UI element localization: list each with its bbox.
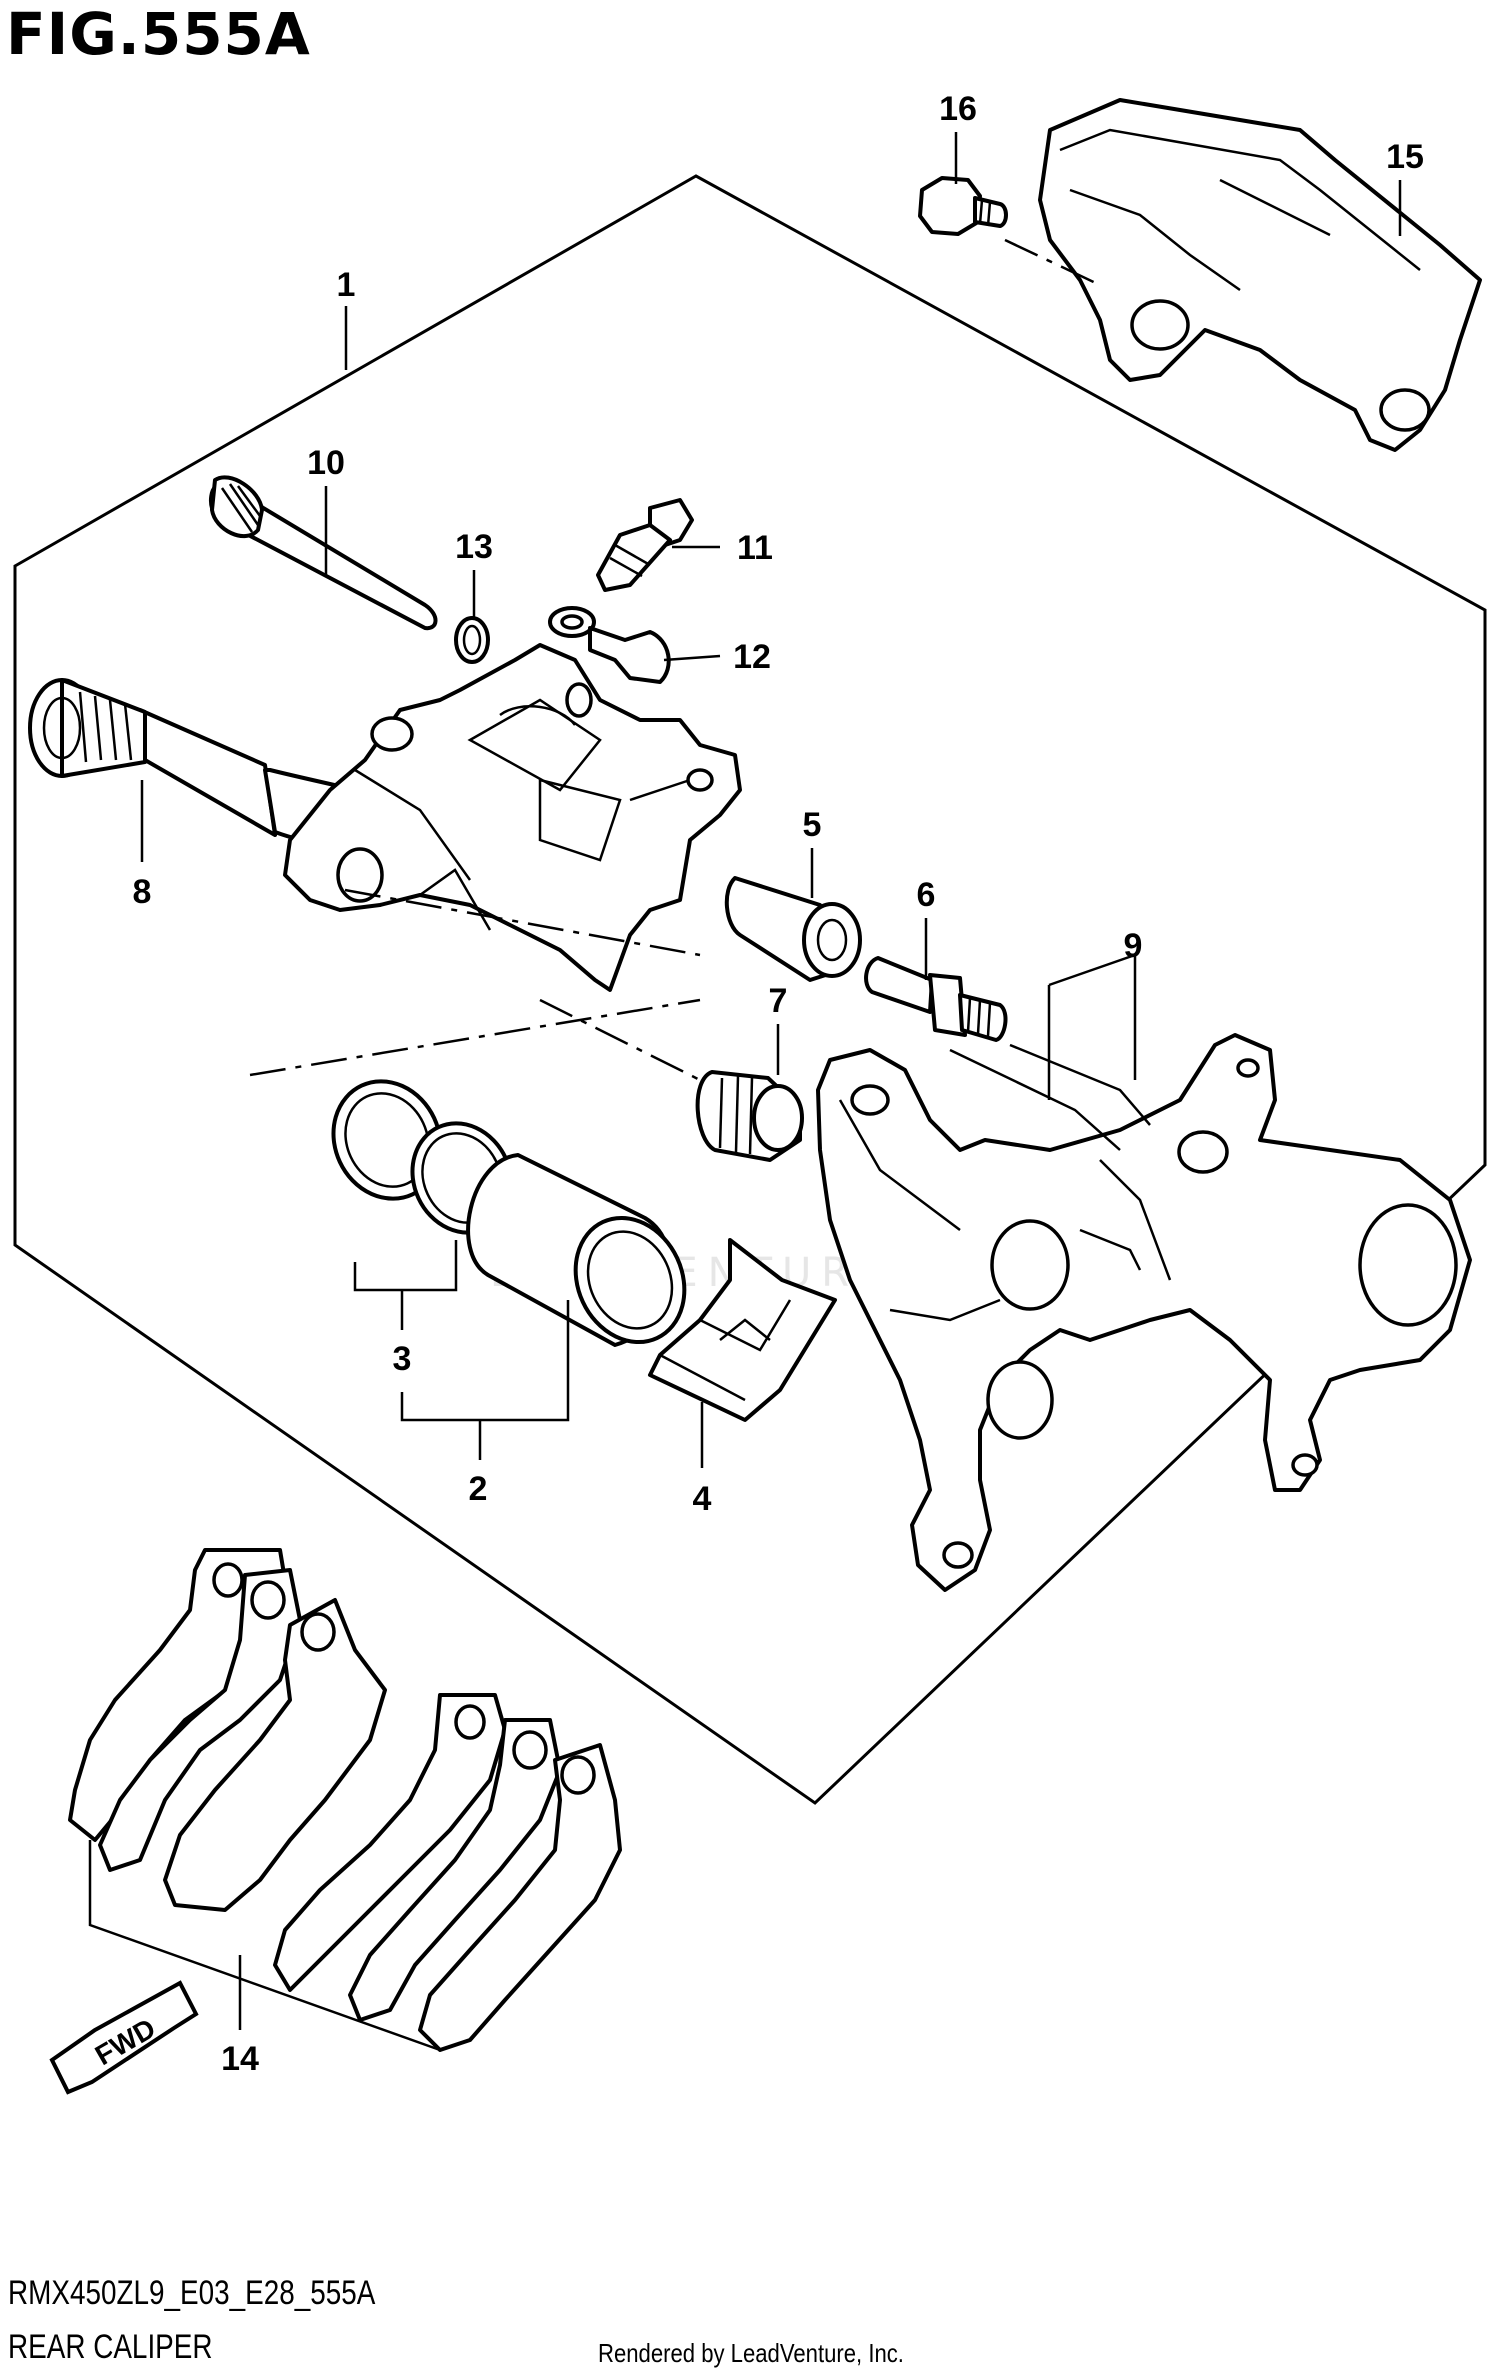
part-14-brake-pad-inner[interactable]	[163, 1598, 387, 1912]
part-14-brake-pad-middle-b[interactable]	[348, 1718, 562, 2022]
part-14-brake-pad-inner-b[interactable]	[418, 1743, 622, 2052]
axis-line-caliper-lower	[249, 998, 701, 1077]
part-number-3[interactable]: 3	[393, 1340, 412, 1378]
part-7-boot[interactable]	[695, 1070, 804, 1162]
bracket-axle-bore	[1358, 1203, 1458, 1327]
caliper-pin-bore	[336, 847, 384, 903]
part-number-2[interactable]: 2	[469, 1470, 488, 1508]
leader-14	[88, 1840, 441, 2052]
part-number-6[interactable]: 6	[917, 876, 936, 914]
axis-line-bracket	[1009, 1043, 1151, 1126]
part-number-4[interactable]: 4	[693, 1480, 712, 1518]
part-10-pad-pin[interactable]	[208, 475, 438, 631]
part-number-15[interactable]: 15	[1386, 138, 1424, 176]
part-5-boot[interactable]	[724, 876, 862, 982]
rendered-by-credit: Rendered by LeadVenture, Inc.	[598, 2338, 904, 2368]
leader-2	[400, 1300, 570, 1422]
leader-12	[663, 654, 721, 662]
part-2-piston[interactable]	[466, 1153, 704, 1360]
bracket-lug-hole	[942, 1541, 974, 1569]
part-12-bleeder-cap[interactable]	[548, 606, 671, 684]
bracket-mount-hole-lower	[1291, 1453, 1319, 1477]
diagram-name: REAR CALIPER	[8, 2328, 213, 2366]
part-number-16[interactable]: 16	[939, 90, 977, 128]
caliper-cylinder-port	[565, 682, 593, 718]
axis-line-bolt-16	[1004, 238, 1101, 287]
part-15-caliper-guard[interactable]	[1038, 98, 1482, 452]
part-11-bleeder-valve[interactable]	[596, 498, 694, 592]
guard-mount-hole-front	[1130, 299, 1190, 351]
leader-9	[1048, 953, 1137, 1080]
part-1-caliper-body[interactable]	[283, 643, 742, 992]
bracket-boss-upper	[990, 1219, 1070, 1311]
part-number-14[interactable]: 14	[221, 2040, 259, 2078]
bracket-boss-lower	[986, 1360, 1054, 1440]
part-number-8[interactable]: 8	[133, 873, 152, 911]
part-6-slide-pin[interactable]	[864, 956, 1008, 1042]
caliper-bleed-port	[370, 716, 414, 752]
bracket-pin-hole	[850, 1084, 890, 1116]
axis-line-piston	[539, 998, 701, 1082]
part-4-pad-spring[interactable]	[648, 1238, 837, 1422]
part-14-brake-pad-outer-b[interactable]	[273, 1693, 507, 1992]
model-code: RMX450ZL9_E03_E28_555A	[8, 2274, 376, 2312]
part-16-bolt[interactable]	[918, 176, 1008, 236]
fwd-arrow-icon	[49, 1980, 199, 2095]
part-number-10[interactable]: 10	[307, 444, 345, 482]
part-number-5[interactable]: 5	[803, 806, 822, 844]
part-number-11[interactable]: 11	[737, 529, 773, 567]
part-number-1[interactable]: 1	[337, 266, 356, 304]
part-number-12[interactable]: 12	[733, 638, 771, 676]
bracket-mount-hole-upper	[1177, 1130, 1229, 1174]
caliper-bracket-hole	[686, 768, 714, 792]
leader-3	[353, 1240, 458, 1292]
part-13-o-ring[interactable]	[454, 616, 490, 664]
part-number-7[interactable]: 7	[769, 982, 788, 1020]
bracket-small-hole	[1236, 1058, 1260, 1078]
part-number-13[interactable]: 13	[455, 528, 493, 566]
part-9-caliper-bracket[interactable]	[816, 1033, 1472, 1592]
assembly-boundary	[13, 174, 1487, 1805]
guard-mount-hole-rear	[1379, 388, 1431, 432]
figure-title: FIG.555A	[6, 0, 311, 68]
part-number-9[interactable]: 9	[1124, 927, 1143, 965]
